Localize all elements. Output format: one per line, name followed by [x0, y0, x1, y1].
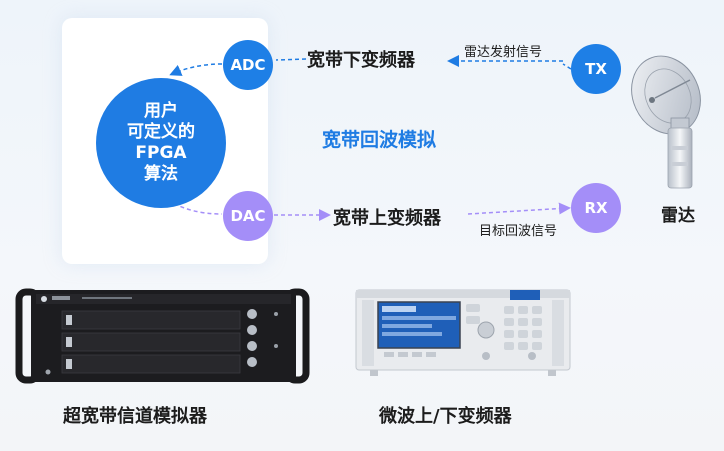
wideband-downconverter-label: 宽带下变频器	[307, 50, 415, 71]
bench-instrument	[355, 289, 571, 376]
rack-device	[15, 288, 310, 384]
center-title: 宽带回波模拟	[322, 129, 437, 151]
adc-to-fpga-arrow	[169, 63, 223, 76]
rx-node: RX	[571, 183, 621, 233]
microwave-converter-label: 微波上/下变频器	[379, 406, 512, 427]
target-echo-signal-label: 目标回波信号	[479, 224, 558, 239]
fpga-algorithm-label: 用户 可定义的 FPGA 算法	[127, 101, 195, 184]
channel-simulator-label: 超宽带信道模拟器	[63, 406, 207, 427]
upconverter-to-rx-arrow	[467, 202, 571, 215]
radar-label: 雷达	[661, 206, 695, 226]
dac-node: DAC	[223, 191, 273, 241]
tx-connector-stub	[562, 63, 572, 70]
tx-node: TX	[571, 44, 621, 94]
radar-tx-signal-label: 雷达发射信号	[464, 45, 543, 60]
adc-node: ADC	[223, 40, 273, 90]
fpga-algorithm-node: 用户 可定义的 FPGA 算法	[96, 78, 226, 208]
wideband-upconverter-label: 宽带上变频器	[333, 208, 441, 229]
satellite-dish-icon	[631, 55, 701, 189]
downconverter-to-adc-line	[275, 58, 307, 61]
fpga-to-dac-line	[167, 199, 223, 215]
